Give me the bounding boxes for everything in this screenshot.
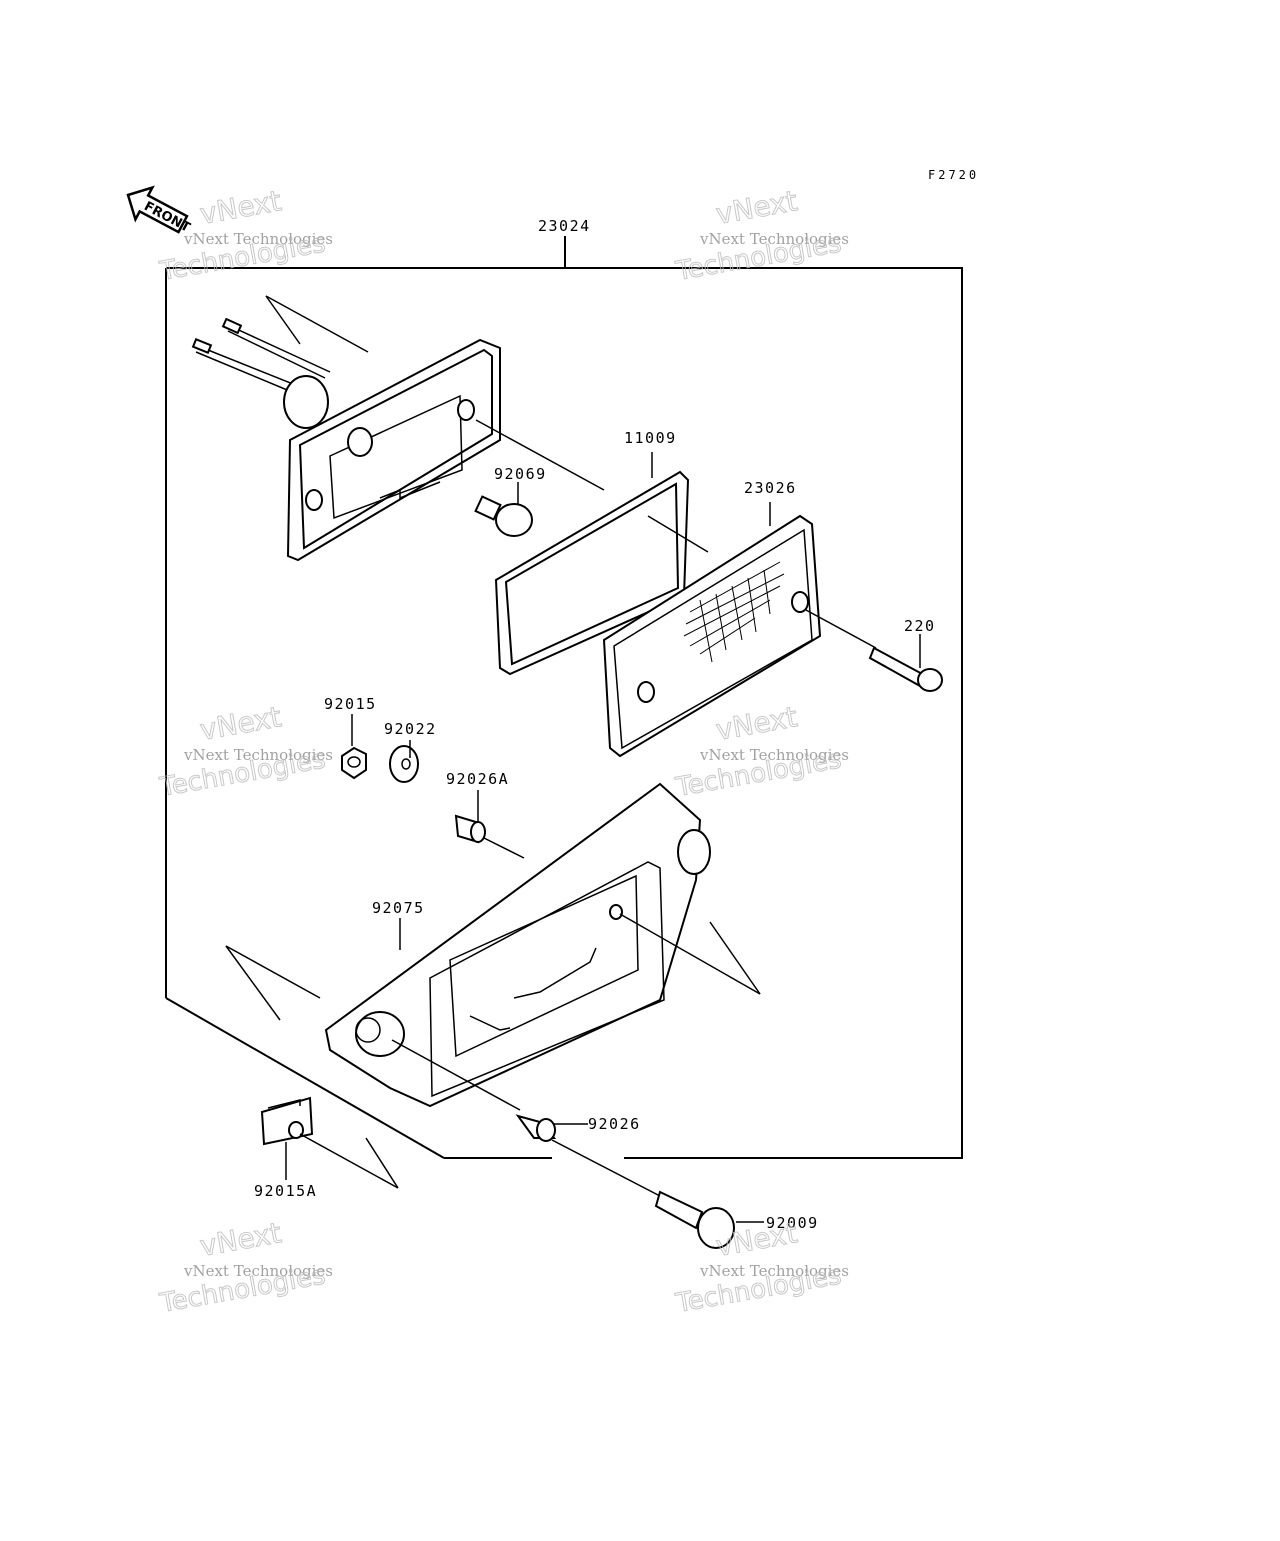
label-92026: 92026 [588, 1115, 641, 1133]
clip-nut-part [260, 1096, 399, 1189]
watermark-top-left: vNext vNext Technologies Technologies [157, 184, 333, 288]
lens-part [602, 502, 877, 758]
bulb-part [474, 482, 533, 537]
svg-text:vNext Technologies: vNext Technologies [183, 746, 333, 764]
label-92075: 92075 [372, 899, 425, 917]
lamp-housing [191, 295, 605, 562]
bolt-part [654, 1190, 764, 1249]
label-92026a: 92026A [446, 770, 509, 788]
label-220: 220 [904, 617, 936, 635]
label-92022: 92022 [384, 720, 437, 738]
watermark-mid-right: vNext vNext Technologies Technologies [673, 700, 849, 804]
svg-text:vNext Technologies: vNext Technologies [699, 1262, 849, 1280]
collar-part [515, 1114, 661, 1197]
svg-text:vNext: vNext [197, 700, 283, 747]
svg-text:vNext: vNext [713, 700, 799, 747]
lens-grid-pattern [683, 561, 785, 663]
watermark-bottom-left: vNext vNext Technologies Technologies [157, 1216, 333, 1320]
svg-text:vNext Technologies: vNext Technologies [699, 230, 849, 248]
assembly-frame [165, 236, 963, 1159]
svg-text:vNext Technologies: vNext Technologies [699, 746, 849, 764]
label-23026: 23026 [744, 479, 797, 497]
collar-a-part [454, 790, 525, 859]
svg-text:vNext: vNext [197, 184, 283, 231]
label-23024: 23024 [538, 217, 591, 235]
svg-text:vNext: vNext [713, 184, 799, 231]
nut-part [341, 714, 367, 780]
svg-text:vNext: vNext [197, 1216, 283, 1263]
washer-part [389, 740, 419, 783]
label-92015: 92015 [324, 695, 377, 713]
watermark-top-right: vNext vNext Technologies Technologies [673, 184, 849, 288]
svg-text:vNext Technologies: vNext Technologies [183, 1262, 333, 1280]
screw-part [868, 634, 943, 692]
gasket-part [494, 452, 709, 676]
watermark-mid-left: vNext vNext Technologies Technologies [157, 700, 333, 804]
svg-text:vNext Technologies: vNext Technologies [183, 230, 333, 248]
bracket-part [225, 782, 761, 1111]
label-11009: 11009 [624, 429, 677, 447]
label-92015a: 92015A [254, 1182, 317, 1200]
label-92069: 92069 [494, 465, 547, 483]
figure-code: F2720 [928, 168, 979, 182]
label-92009: 92009 [766, 1214, 819, 1232]
